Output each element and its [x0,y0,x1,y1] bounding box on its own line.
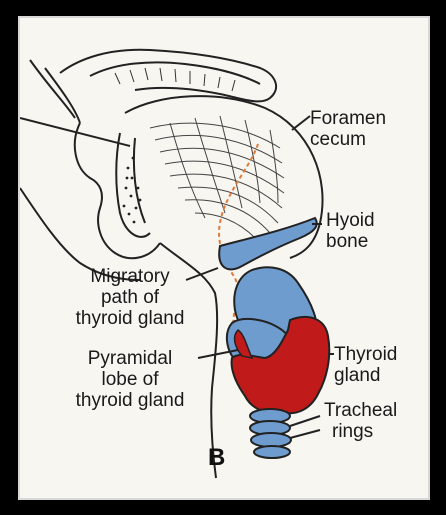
label-foramen-cecum-line2: cecum [310,129,386,150]
label-tracheal-rings-line2: rings [324,421,397,442]
foramen-cecum-leader [292,116,310,130]
label-hyoid-bone: Hyoid bone [326,210,375,252]
label-thyroid-gland-line2: gland [334,365,397,386]
label-hyoid-bone-line1: Hyoid [326,210,375,231]
mandible-outline [75,123,160,258]
mandible-stipple [123,157,142,224]
label-pyramidal-lobe-line1: Pyramidal [60,348,200,369]
label-migratory-path-line3: thyroid gland [60,308,200,329]
label-migratory-path-line2: path of [60,287,200,308]
panel-letter: B [208,444,225,472]
label-foramen-cecum: Foramen cecum [310,108,386,150]
palate-outline [30,50,276,123]
label-thyroid-gland-line1: Thyroid [334,344,397,365]
diagram-panel: Foramen cecum Hyoid bone Migratory path … [18,16,430,500]
label-pyramidal-lobe-line3: thyroid gland [60,390,200,411]
tracheal-rings [250,409,291,458]
label-pyramidal-lobe-line2: lobe of [60,369,200,390]
tongue-fibres [150,116,284,243]
label-tracheal-rings-line1: Tracheal [324,400,397,421]
label-pyramidal-lobe: Pyramidal lobe of thyroid gland [60,348,200,411]
neck-outline [20,188,217,478]
label-migratory-path-line1: Migratory [60,266,200,287]
label-migratory-path: Migratory path of thyroid gland [60,266,200,329]
label-foramen-cecum-line1: Foramen [310,108,386,129]
label-tracheal-rings: Tracheal rings [324,400,397,442]
label-thyroid-gland: Thyroid gland [334,344,397,386]
label-hyoid-bone-line2: bone [326,231,375,252]
hyoid-bone [219,218,317,269]
